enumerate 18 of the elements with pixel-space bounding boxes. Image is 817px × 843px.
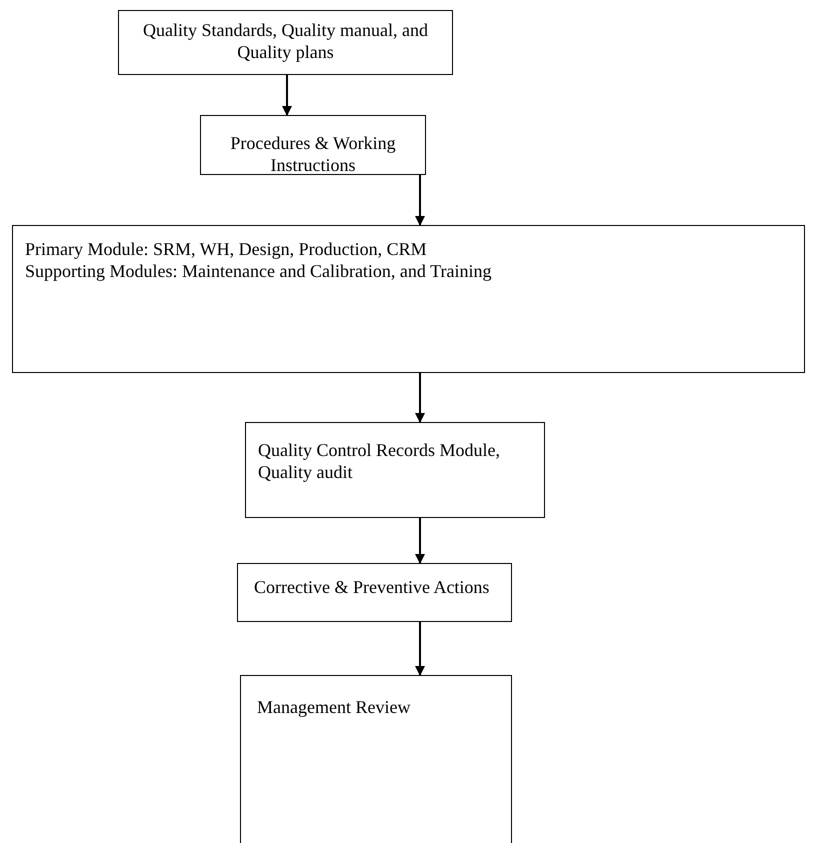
- process-box: [240, 675, 512, 843]
- box-text: Management Review: [257, 696, 410, 718]
- box-text: Quality Control Records Module, Quality audit: [258, 439, 501, 483]
- process-box: [200, 115, 426, 175]
- box-text: Supporting Modules: Maintenance and Calibration, and Training: [25, 260, 492, 282]
- process-box: [12, 225, 805, 373]
- arrow: [415, 373, 425, 423]
- process-box: [245, 422, 545, 518]
- arrow: [415, 518, 425, 564]
- arrow: [282, 75, 292, 116]
- arrow: [415, 622, 425, 676]
- arrow: [415, 175, 425, 226]
- box-text: Primary Module: SRM, WH, Design, Production, CRM: [25, 238, 427, 260]
- box-text: Procedures & Working Instructions: [229, 132, 397, 176]
- box-text: Quality Standards, Quality manual, and Quality plans: [142, 19, 429, 63]
- box-text: Corrective & Preventive Actions: [254, 576, 490, 598]
- process-box: [237, 563, 512, 622]
- process-box: [118, 10, 453, 75]
